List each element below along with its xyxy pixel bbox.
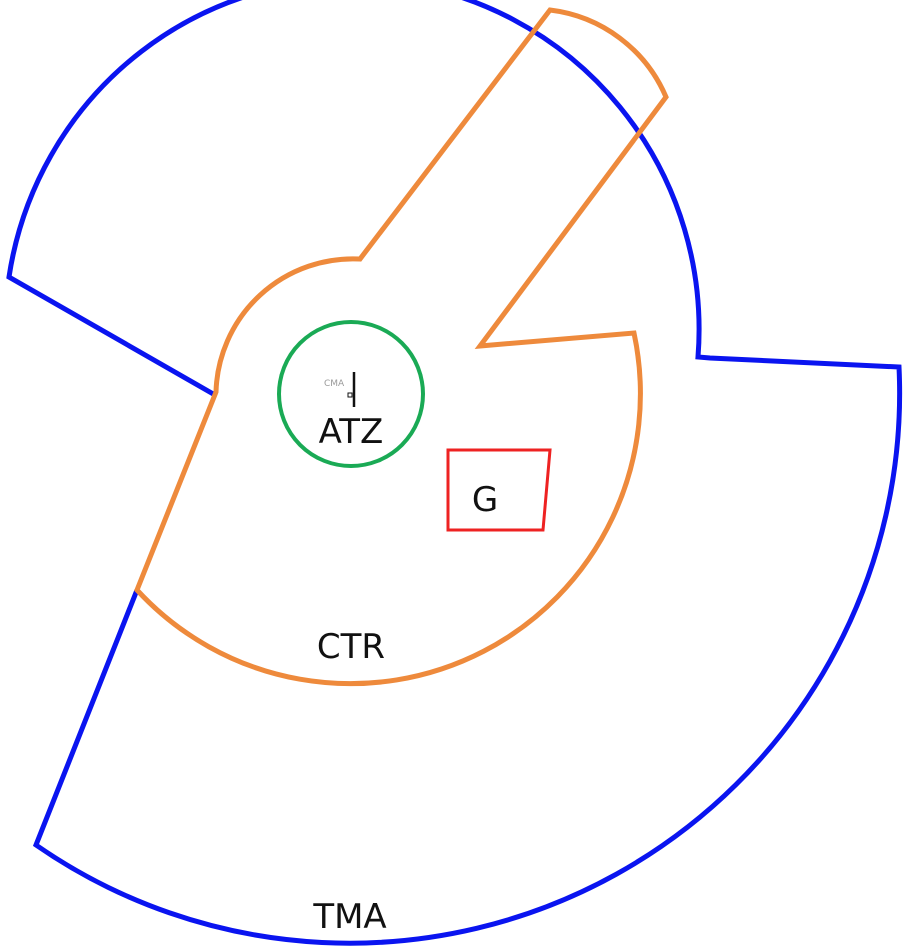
- ctr-label: CTR: [317, 627, 385, 667]
- atz-label: ATZ: [319, 412, 384, 452]
- aerodrome-marker: [347, 392, 353, 398]
- ctr-boundary[interactable]: [134, 7, 669, 687]
- g-label: G: [472, 480, 498, 520]
- class-g-boundary[interactable]: [446, 448, 552, 532]
- atz-boundary[interactable]: [277, 320, 425, 468]
- tma-boundary[interactable]: [6, 0, 903, 946]
- airport-code-label: CMA: [324, 379, 345, 389]
- tma-label: TMA: [312, 897, 386, 937]
- airport-symbol[interactable]: CMA: [324, 372, 356, 407]
